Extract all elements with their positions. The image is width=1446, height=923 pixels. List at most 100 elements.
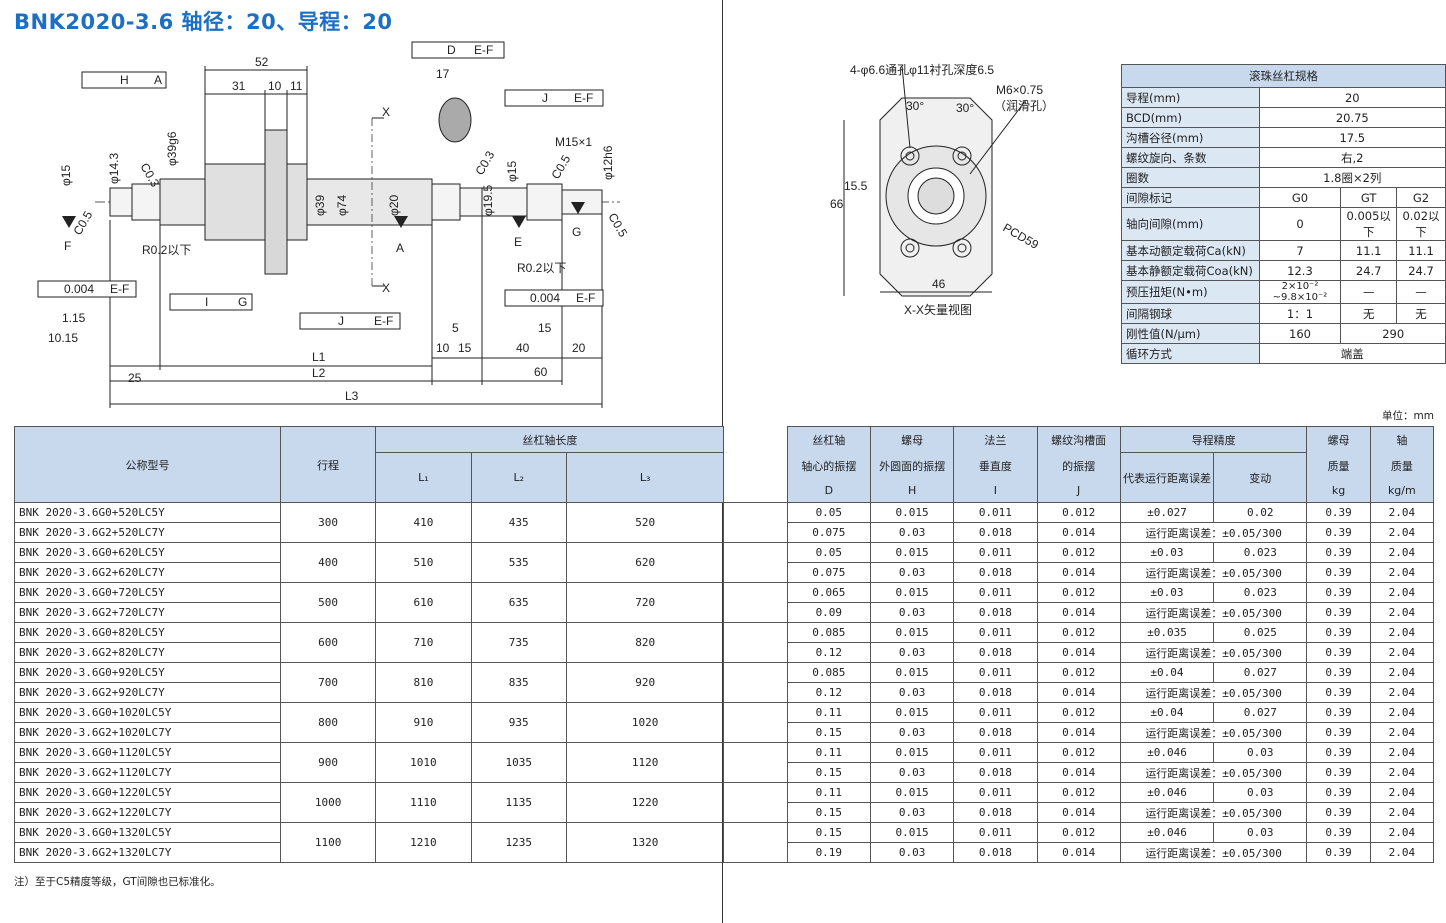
view-caption: X-X矢量视图 bbox=[904, 302, 972, 317]
cell-i: 0.011 bbox=[953, 702, 1038, 723]
model-table: 公称型号 行程 丝杠轴长度 丝杠轴 螺母 法兰 螺纹沟槽面 导程精度 螺母 轴 … bbox=[14, 426, 1435, 863]
spec-value: 0 bbox=[1258, 207, 1342, 241]
cell-lead-variation: 0.027 bbox=[1213, 662, 1308, 683]
cell-i: 0.011 bbox=[953, 662, 1038, 683]
cell-lead-error: 运行距离误差：±0.05/300 bbox=[1119, 682, 1308, 703]
cell-lead-error: ±0.046 bbox=[1119, 782, 1215, 803]
dim-115: 1.15 bbox=[62, 311, 86, 325]
datum-e: E bbox=[514, 235, 522, 249]
cell-j: 0.012 bbox=[1036, 822, 1121, 843]
fcf-d: D bbox=[447, 43, 456, 57]
dim-phi74: φ74 bbox=[335, 195, 349, 216]
view-dim-155: 15.5 bbox=[844, 179, 868, 193]
cell-l3: 720 bbox=[565, 582, 725, 623]
spec-label: 圈数 bbox=[1121, 167, 1260, 188]
cell-d: 0.085 bbox=[786, 622, 871, 643]
cell-i: 0.018 bbox=[953, 642, 1038, 663]
cell-i: 0.018 bbox=[953, 602, 1038, 623]
cell-nut-mass: 0.39 bbox=[1306, 782, 1371, 803]
th-j2: 的振摆 bbox=[1036, 452, 1121, 479]
unit-label: 单位：mm bbox=[1382, 410, 1434, 422]
cell-nut-mass: 0.39 bbox=[1306, 742, 1371, 763]
th-length: 丝杠轴长度 bbox=[375, 426, 725, 453]
cell-nut-mass: 0.39 bbox=[1306, 682, 1371, 703]
spec-row: 预压扭矩(N•m)2×10⁻² ~9.8×10⁻²—— bbox=[1121, 280, 1446, 304]
cell-j: 0.012 bbox=[1036, 662, 1121, 683]
dim-phi143: φ14.3 bbox=[107, 153, 121, 184]
cell-shaft-mass: 2.04 bbox=[1369, 842, 1435, 863]
cell-nut-mass: 0.39 bbox=[1306, 522, 1371, 543]
cell-i: 0.011 bbox=[953, 822, 1038, 843]
cell-h: 0.015 bbox=[869, 582, 955, 603]
cell-j: 0.014 bbox=[1036, 562, 1121, 583]
spec-value: 0.005以下 bbox=[1340, 207, 1397, 241]
footnote: 注）至于C5精度等级，GT间隙也已标准化。 bbox=[14, 876, 221, 888]
cell-d: 0.12 bbox=[786, 642, 871, 663]
cell-h: 0.03 bbox=[869, 562, 955, 583]
cell-model: BNK 2020-3.6G0+520LC5Y bbox=[14, 502, 281, 523]
cell-stroke: 700 bbox=[279, 662, 377, 703]
cell-lead-error: 运行距离误差：±0.05/300 bbox=[1119, 722, 1308, 743]
spec-label: 间隔钢球 bbox=[1121, 303, 1260, 324]
spec-row: 沟槽谷径(mm)17.5 bbox=[1121, 127, 1446, 148]
cell-h: 0.03 bbox=[869, 762, 955, 783]
cell-lead-error: 运行距离误差：±0.05/300 bbox=[1119, 762, 1308, 783]
th-i2: 垂直度 bbox=[953, 452, 1038, 479]
cell-d: 0.15 bbox=[786, 802, 871, 823]
spec-value: 160 bbox=[1258, 323, 1342, 344]
cell-model: BNK 2020-3.6G2+820LC7Y bbox=[14, 642, 281, 663]
spec-label: 基本动额定载荷Ca(kN) bbox=[1121, 240, 1260, 261]
cell-spacer bbox=[723, 502, 788, 543]
spec-label: 导程(mm) bbox=[1121, 87, 1260, 108]
cell-model: BNK 2020-3.6G0+620LC5Y bbox=[14, 542, 281, 563]
view-angle-2: 30° bbox=[956, 101, 974, 115]
cell-i: 0.011 bbox=[953, 502, 1038, 523]
th-nm1: 螺母 bbox=[1306, 426, 1371, 453]
cell-l2: 1235 bbox=[470, 822, 567, 863]
page-title: BNK2020-3.6 轴径：20、导程：20 bbox=[14, 10, 393, 34]
cell-lead-error: 运行距离误差：±0.05/300 bbox=[1119, 562, 1308, 583]
th-nm2: 质量 bbox=[1306, 452, 1371, 479]
cell-shaft-mass: 2.04 bbox=[1369, 602, 1435, 623]
cell-nut-mass: 0.39 bbox=[1306, 662, 1371, 683]
cell-l1: 810 bbox=[375, 662, 472, 703]
dim-phi39g6: φ39g6 bbox=[165, 131, 179, 166]
cell-i: 0.011 bbox=[953, 542, 1038, 563]
cell-nut-mass: 0.39 bbox=[1306, 582, 1371, 603]
cell-nut-mass: 0.39 bbox=[1306, 502, 1371, 523]
spec-label: 螺纹旋向、条数 bbox=[1121, 147, 1260, 168]
dim-l2: L2 bbox=[312, 366, 326, 380]
cell-lead-variation: 0.02 bbox=[1213, 502, 1308, 523]
dim-phi15: φ15 bbox=[59, 165, 73, 186]
cell-spacer bbox=[723, 582, 788, 623]
dim-10b: 10 bbox=[436, 341, 450, 355]
cell-shaft-mass: 2.04 bbox=[1369, 722, 1435, 743]
cell-j: 0.012 bbox=[1036, 502, 1121, 523]
cell-lead-variation: 0.023 bbox=[1213, 542, 1308, 563]
spec-value: — bbox=[1395, 280, 1446, 304]
view-m-sub: （润滑孔） bbox=[994, 99, 1054, 113]
cell-lead-variation: 0.025 bbox=[1213, 622, 1308, 643]
cell-lead-error: 运行距离误差：±0.05/300 bbox=[1119, 642, 1308, 663]
datum-f: F bbox=[64, 239, 71, 253]
cell-nut-mass: 0.39 bbox=[1306, 822, 1371, 843]
spec-value: 1：1 bbox=[1258, 303, 1342, 324]
cell-h: 0.03 bbox=[869, 802, 955, 823]
cell-h: 0.03 bbox=[869, 602, 955, 623]
th-h3: H bbox=[869, 478, 955, 503]
spec-row: BCD(mm)20.75 bbox=[1121, 107, 1446, 128]
spec-value: 24.7 bbox=[1340, 260, 1397, 281]
cell-lead-variation: 0.03 bbox=[1213, 742, 1308, 763]
cell-model: BNK 2020-3.6G0+1120LC5Y bbox=[14, 742, 281, 763]
dim-phi15b: φ15 bbox=[505, 161, 519, 182]
cell-i: 0.018 bbox=[953, 762, 1038, 783]
